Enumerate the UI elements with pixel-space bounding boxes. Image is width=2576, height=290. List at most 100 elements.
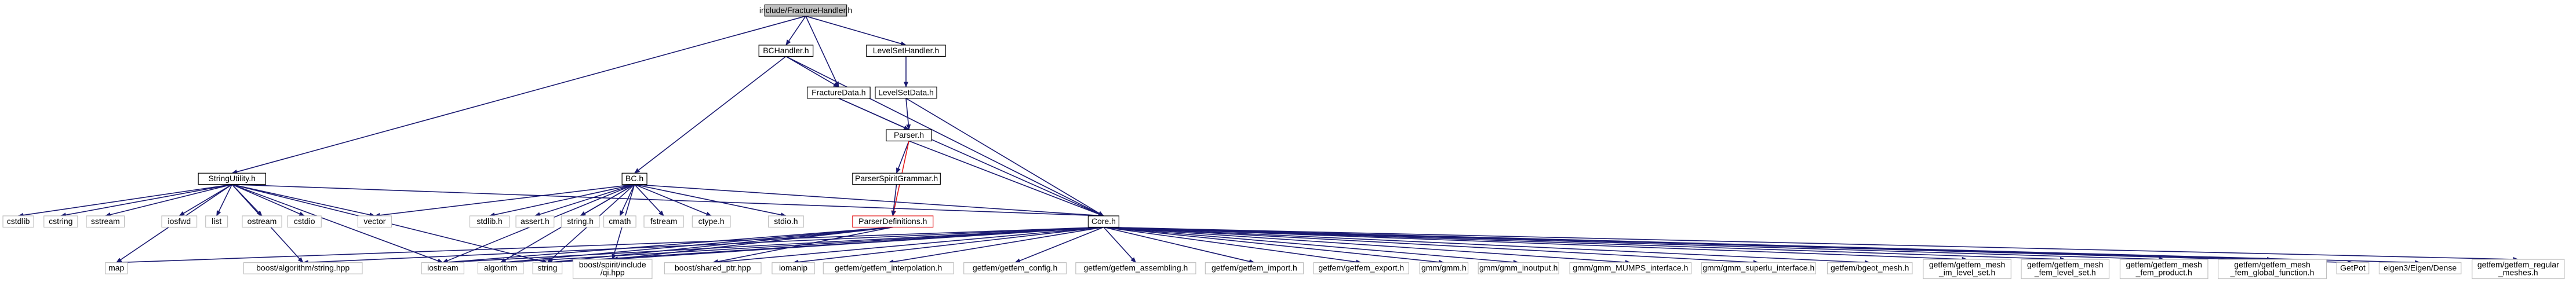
node-cstdlib[interactable]: cstdlib	[2, 215, 34, 228]
node-eigen[interactable]: eigen3/Eigen/Dense	[2378, 262, 2462, 274]
node-levelsethandler[interactable]: LevelSetHandler.h	[866, 45, 946, 57]
node-getpot[interactable]: GetPot	[2336, 262, 2370, 274]
node-list[interactable]: list	[205, 215, 228, 228]
edge-parser-to-parserspiritgrammar	[896, 141, 909, 174]
node-fracturehandler[interactable]: include/FractureHandler.h	[759, 4, 852, 17]
edge-bchandler-to-core	[785, 56, 1104, 216]
node-label: getfem/getfem_export.h	[1318, 263, 1404, 273]
node-iomanip[interactable]: iomanip	[772, 262, 815, 274]
node-label: iostream	[427, 263, 459, 273]
node-parserspiritgrammar[interactable]: ParserSpiritGrammar.h	[852, 172, 941, 185]
node-fstream[interactable]: fstream	[643, 215, 684, 228]
node-label: StringUtility.h	[208, 174, 255, 183]
node-gf-import[interactable]: getfem/getfem_import.h	[1205, 262, 1304, 274]
node-label: getfem/bgeot_mesh.h	[1831, 263, 1909, 273]
edge-core-to-gf-assembling	[1103, 226, 1137, 263]
node-bgeot-mesh[interactable]: getfem/bgeot_mesh.h	[1827, 262, 1913, 274]
edge-stringutility-to-cstdio	[231, 183, 305, 216]
node-cmath[interactable]: cmath	[603, 215, 636, 228]
node-fracturedata[interactable]: FractureData.h	[806, 86, 871, 99]
node-box	[852, 215, 934, 228]
node-sstream[interactable]: sstream	[86, 215, 125, 228]
node-label: /qi.hpp	[601, 268, 625, 277]
node-label: assert.h	[521, 216, 550, 226]
node-gf-mesh-im[interactable]: getfem/getfem_mesh_im_level_set.h	[1923, 259, 2011, 280]
node-cstring[interactable]: cstring	[43, 215, 78, 228]
node-ctype[interactable]: ctype.h	[692, 215, 731, 228]
node-box	[421, 262, 465, 274]
edge-core-to-gmm-mumps	[1103, 226, 1631, 265]
node-label: boost/shared_ptr.hpp	[675, 263, 751, 273]
node-box	[287, 215, 322, 228]
node-box	[1478, 262, 1559, 274]
node-box	[2472, 259, 2565, 280]
node-box	[643, 215, 684, 228]
edge-fracturehandler-to-bchandler	[785, 16, 806, 46]
edge-bchandler-to-bc	[634, 56, 787, 174]
node-gf-export[interactable]: getfem/getfem_export.h	[1313, 262, 1409, 274]
edge-bc-to-assert	[534, 183, 635, 217]
edge-core-to-gf-interp	[887, 226, 1104, 265]
node-stdlib[interactable]: stdlib.h	[469, 215, 510, 228]
node-box	[1087, 215, 1119, 228]
node-gmm-mumps[interactable]: gmm/gmm_MUMPS_interface.h	[1569, 262, 1692, 274]
node-box	[806, 86, 871, 99]
node-gf-mesh-fem-glob[interactable]: getfem/getfem_mesh_fem_global_function.h	[2218, 259, 2327, 280]
node-label: Parser.h	[894, 130, 924, 140]
node-levelsetdata[interactable]: LevelSetData.h	[875, 86, 937, 99]
node-stringh[interactable]: string.h	[561, 215, 600, 228]
node-algorithm[interactable]: algorithm	[477, 262, 524, 274]
node-label: fstream	[650, 216, 678, 226]
node-bc[interactable]: BC.h	[621, 172, 647, 185]
edge-core-to-algorithm	[500, 226, 1104, 265]
node-map[interactable]: map	[105, 262, 128, 274]
edge-bchandler-to-fracturedata	[785, 56, 839, 87]
node-boost-qi[interactable]: boost/spirit/include/qi.hpp	[572, 259, 653, 280]
node-gf-regular[interactable]: getfem/getfem_regular_meshes.h	[2472, 259, 2565, 280]
node-boost-shared[interactable]: boost/shared_ptr.hpp	[664, 262, 762, 274]
node-core[interactable]: Core.h	[1087, 215, 1119, 228]
node-label: boost/algorithm/string.hpp	[256, 263, 350, 273]
node-gf-mesh-fem-prod[interactable]: getfem/getfem_mesh_fem_product.h	[2119, 259, 2208, 280]
node-ostream[interactable]: ostream	[242, 215, 282, 228]
node-bchandler[interactable]: BCHandler.h	[758, 45, 814, 57]
node-label: ParserDefinitions.h	[858, 216, 927, 226]
edge-core-to-iomanip	[792, 226, 1104, 265]
node-gmm-inoutput[interactable]: gmm/gmm_inoutput.h	[1478, 262, 1559, 274]
node-box	[823, 262, 954, 274]
edge-core-to-gf-mesh-im	[1103, 226, 1968, 262]
node-box	[205, 215, 228, 228]
node-label: iosfwd	[168, 216, 191, 226]
node-boost-string[interactable]: boost/algorithm/string.hpp	[243, 262, 363, 274]
node-gmm[interactable]: gmm/gmm.h	[1419, 262, 1469, 274]
node-label: eigen3/Eigen/Dense	[2384, 263, 2457, 273]
node-assert[interactable]: assert.h	[515, 215, 555, 228]
node-vector[interactable]: vector	[357, 215, 392, 228]
node-gf-interp[interactable]: getfem/getfem_interpolation.h	[823, 262, 954, 274]
node-gmm-superlu[interactable]: gmm/gmm_superlu_interface.h	[1701, 262, 1816, 274]
node-iosfwd[interactable]: iosfwd	[161, 215, 198, 228]
edge-core-to-map	[115, 226, 1104, 265]
node-parserdefinitions[interactable]: ParserDefinitions.h	[852, 215, 934, 228]
node-box	[561, 215, 600, 228]
node-string[interactable]: string	[532, 262, 563, 274]
node-box	[243, 262, 363, 274]
node-gf-mesh-fem-ls[interactable]: getfem/getfem_mesh_fem_level_set.h	[2021, 259, 2110, 280]
node-cstdio[interactable]: cstdio	[287, 215, 322, 228]
node-parser[interactable]: Parser.h	[886, 129, 932, 142]
edge-stringutility-to-list	[216, 184, 232, 216]
node-gf-config[interactable]: getfem/getfem_config.h	[963, 262, 1067, 274]
node-stdio[interactable]: stdio.h	[768, 215, 804, 228]
edge-core-to-bgeot-mesh	[1103, 226, 1871, 265]
edge-core-to-iostream	[442, 226, 1104, 265]
node-label: Core.h	[1091, 216, 1116, 226]
node-label: gmm/gmm.h	[1421, 263, 1467, 273]
node-gf-assembling[interactable]: getfem/getfem_assembling.h	[1075, 262, 1196, 274]
node-label: stdio.h	[774, 216, 798, 226]
node-label: sstream	[91, 216, 120, 226]
edge-core-to-gmm-superlu	[1103, 226, 1759, 265]
node-box	[2336, 262, 2370, 274]
node-stringutility[interactable]: StringUtility.h	[198, 172, 266, 185]
node-label: getfem/getfem_regular	[2477, 260, 2559, 269]
node-iostream[interactable]: iostream	[421, 262, 465, 274]
